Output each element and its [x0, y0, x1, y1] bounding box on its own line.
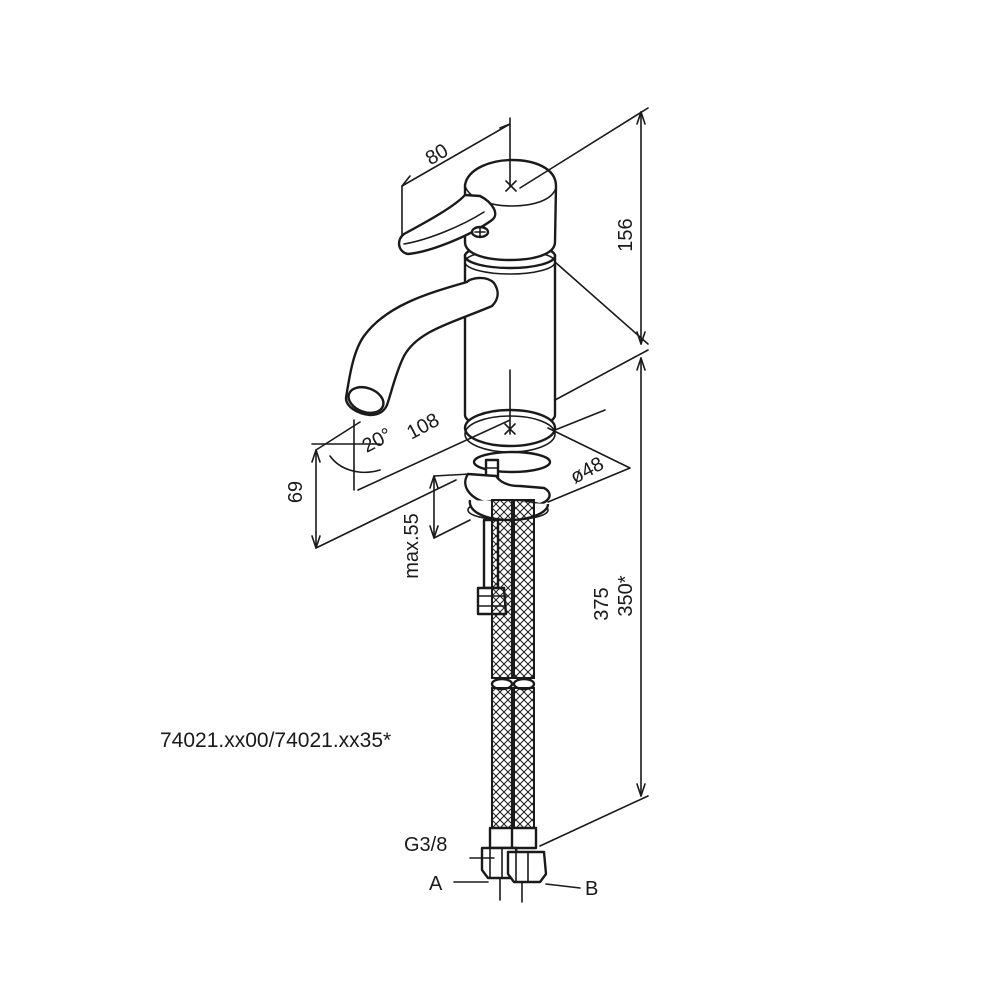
dim-base-diameter: ø48: [567, 453, 608, 489]
dim-spout-angle: 20°: [359, 424, 396, 458]
model-number: 74021.xx00/74021.xx35*: [160, 729, 391, 752]
dim-handle-width: 80: [422, 140, 452, 170]
dim-max-thickness: max.55: [401, 513, 423, 579]
dim-body-height: 156: [615, 218, 637, 251]
dim-spout-height: 69: [285, 481, 307, 503]
faucet-handle: [397, 158, 558, 262]
port-b-label: B: [585, 878, 598, 900]
faucet-spout: [344, 276, 499, 417]
thread-label: G3/8: [404, 834, 447, 856]
dim-spout-reach: 108: [403, 409, 443, 444]
dim-hose-length: 375: [591, 587, 613, 620]
supply-hoses: [480, 499, 548, 903]
dim-hose-length-alt: 350*: [615, 575, 637, 616]
dimension-lines: [311, 107, 649, 889]
port-a-label: A: [429, 873, 443, 895]
